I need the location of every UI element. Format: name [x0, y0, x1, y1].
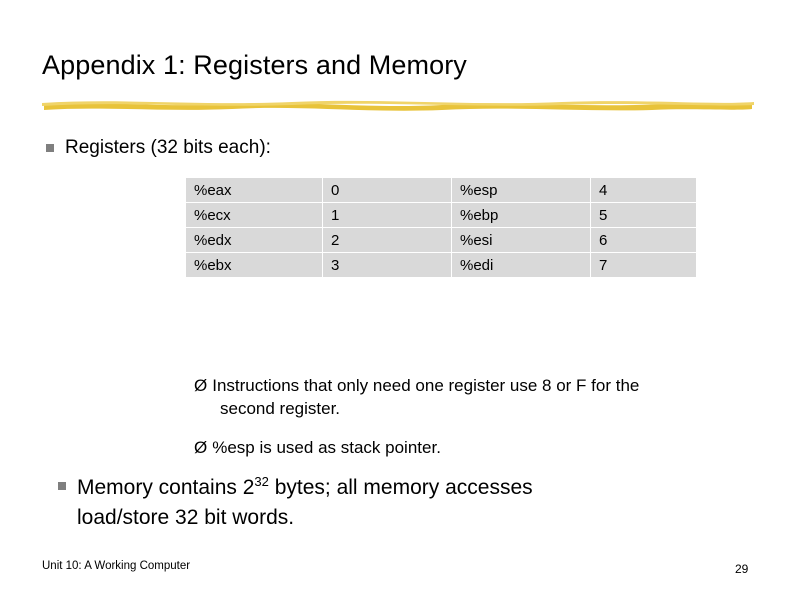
register-number: 7	[590, 252, 697, 278]
note-one-register-line1: Instructions that only need one register…	[212, 376, 640, 395]
square-bullet-icon	[58, 482, 66, 490]
register-number: 0	[322, 178, 452, 203]
register-name: %ebp	[451, 202, 591, 228]
register-name: %edi	[451, 252, 591, 278]
register-name: %esp	[451, 178, 591, 203]
register-name: %esi	[451, 227, 591, 253]
arrow-bullet-icon: Ø	[194, 438, 208, 457]
note-stack-pointer: Ø%esp is used as stack pointer.	[194, 436, 654, 459]
register-number: 4	[590, 178, 697, 203]
footer-unit-label: Unit 10: A Working Computer	[42, 560, 191, 572]
square-bullet-icon	[46, 144, 54, 152]
arrow-bullet-icon: Ø	[194, 376, 208, 395]
note-stack-pointer-text: %esp is used as stack pointer.	[212, 438, 441, 457]
register-name: %ecx	[186, 202, 323, 228]
register-number: 2	[322, 227, 452, 253]
bullet-memory-label: Memory contains 232 bytes; all memory ac…	[77, 473, 533, 533]
register-name: %eax	[186, 178, 323, 203]
table-row: %eax 0 %esp 4	[186, 178, 697, 203]
memory-text-second-line: load/store 32 bit words.	[77, 506, 295, 529]
register-number: 5	[590, 202, 697, 228]
register-name: %edx	[186, 227, 323, 253]
bullet-memory: Memory contains 232 bytes; all memory ac…	[58, 473, 758, 533]
note-one-register-line2: second register.	[220, 399, 341, 418]
register-number: 6	[590, 227, 697, 253]
register-name: %ebx	[186, 252, 323, 278]
bullet-registers-label: Registers (32 bits each):	[65, 137, 271, 158]
table-row: %edx 2 %esi 6	[186, 227, 697, 253]
title-underline-brush	[42, 100, 754, 111]
footer-page-number: 29	[735, 562, 749, 576]
memory-text-post: bytes; all memory accesses	[268, 476, 533, 499]
register-number: 1	[322, 202, 452, 228]
bullet-registers: Registers (32 bits each):	[46, 135, 271, 160]
registers-table: %eax 0 %esp 4 %ecx 1 %ebp 5 %edx 2 %esi …	[186, 178, 697, 278]
page-title: Appendix 1: Registers and Memory	[42, 50, 467, 80]
table-row: %ecx 1 %ebp 5	[186, 202, 697, 228]
table-row: %ebx 3 %edi 7	[186, 252, 697, 278]
memory-text-pre: Memory contains 2	[77, 476, 255, 499]
memory-exponent: 32	[254, 474, 269, 489]
register-number: 3	[322, 252, 452, 278]
